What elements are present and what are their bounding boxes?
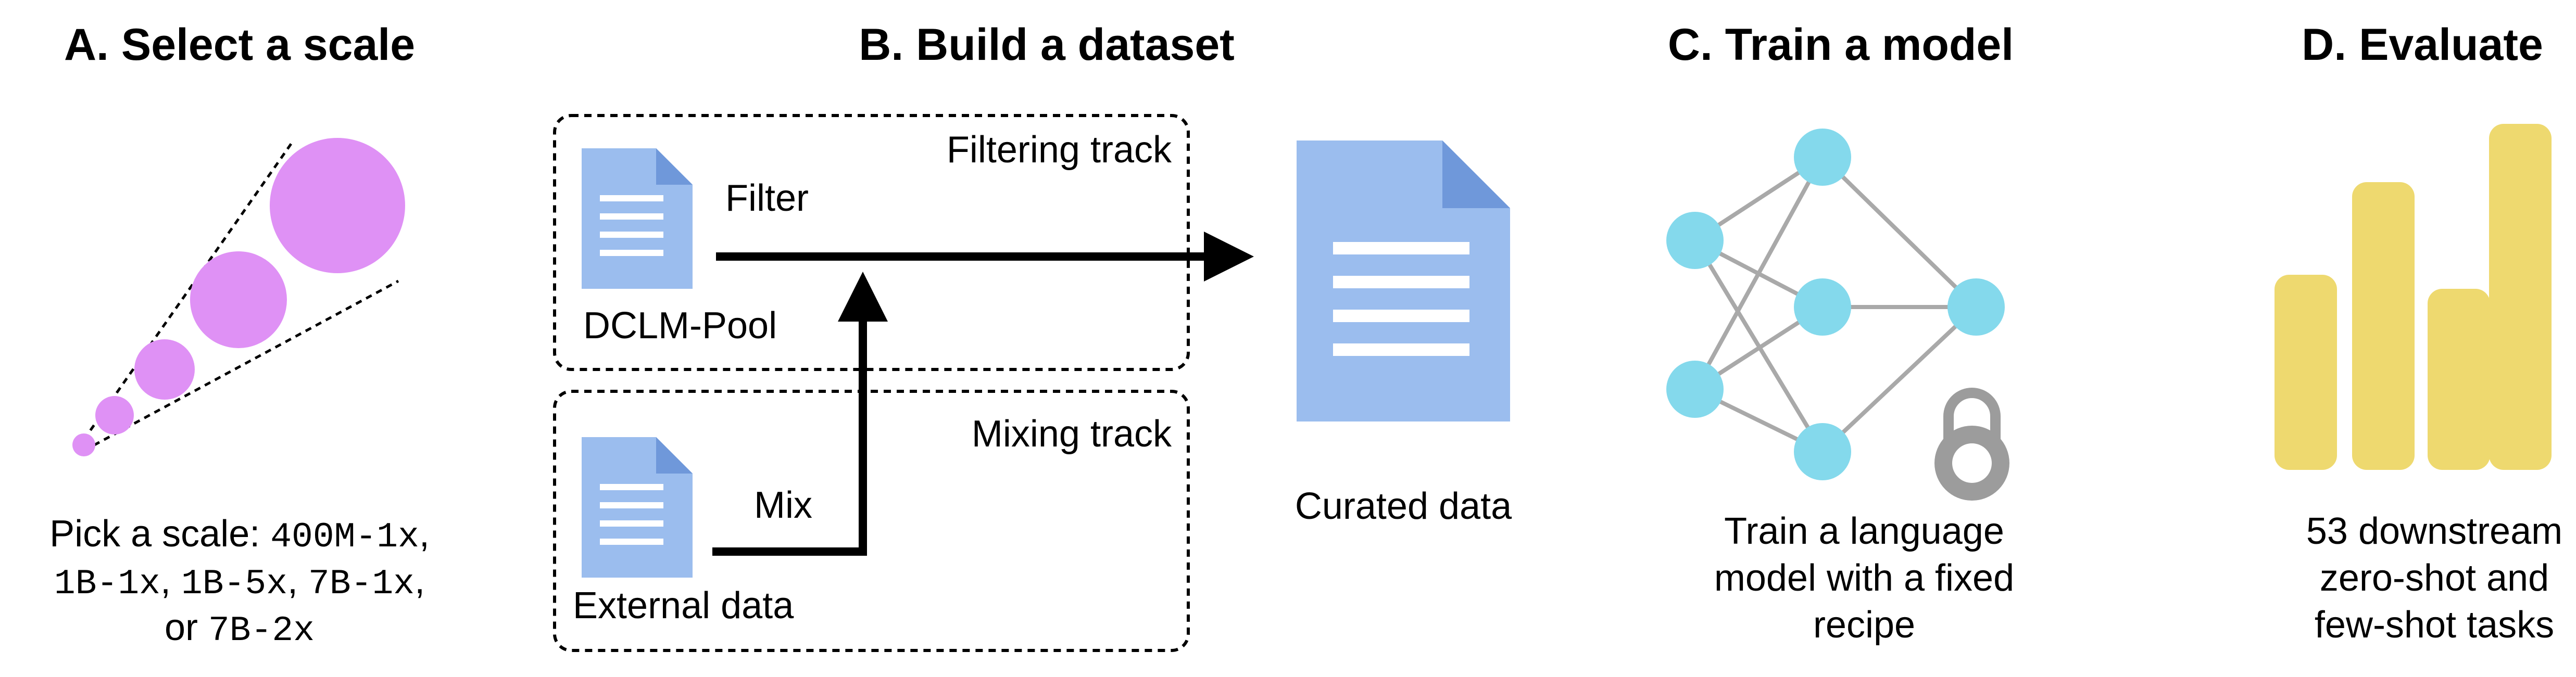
panel-d-title: D. Evaluate <box>2302 20 2543 70</box>
panel-a-title: A. Select a scale <box>64 20 415 70</box>
evaluation-bar-3 <box>2428 289 2490 470</box>
network-node-hidden-2 <box>1794 278 1851 336</box>
filtering-track-box <box>553 114 1190 371</box>
external-data-label: External data <box>573 585 794 627</box>
scale-circle-s <box>95 396 134 435</box>
evaluation-bar-2 <box>2352 182 2415 470</box>
scale-circle-xs <box>72 433 95 456</box>
panel-c-title: C. Train a model <box>1668 20 2014 70</box>
mixing-track-box <box>553 390 1190 652</box>
scale-circle-m <box>134 339 195 400</box>
panel-b-title: B. Build a dataset <box>859 20 1235 70</box>
evaluate-caption-line-1: 53 downstream <box>2306 510 2562 552</box>
mix-label: Mix <box>754 484 812 526</box>
scale-cone-icon <box>72 138 405 456</box>
curated-data-label: Curated data <box>1295 486 1512 527</box>
mixing-track-label: Mixing track <box>972 413 1172 455</box>
evaluate-caption-line-2: zero-shot and <box>2320 557 2549 599</box>
panel-b: B. Build a dataset Filtering track Mixin… <box>553 20 1512 652</box>
bar-chart-icon <box>2275 124 2552 470</box>
scale-caption-line-2: 1B-1x, 1B-5x, 7B-1x, <box>54 560 425 604</box>
panel-c: C. Train a model <box>1666 20 2014 646</box>
network-node-input-1 <box>1666 212 1724 269</box>
panel-a: A. Select a scale Pick a scale: 400M-1x,… <box>49 20 430 651</box>
evaluation-bar-4 <box>2489 124 2552 470</box>
train-caption-line-2: model with a fixed <box>1714 557 2014 599</box>
train-caption-line-1: Train a language <box>1724 510 2004 552</box>
network-node-output <box>1947 278 2005 336</box>
curated-data-document-icon <box>1297 140 1510 421</box>
neural-network-icon <box>1666 129 2005 480</box>
scale-caption-line-1: Pick a scale: 400M-1x, <box>49 513 430 557</box>
train-caption-line-3: recipe <box>1813 604 1915 646</box>
network-node-hidden-1 <box>1794 129 1851 186</box>
scale-caption-line-3: or 7B-2x <box>165 607 315 651</box>
mix-arrow <box>712 272 888 556</box>
scale-circle-l <box>190 251 287 348</box>
filter-label: Filter <box>725 177 809 219</box>
network-node-input-2 <box>1666 361 1724 418</box>
dclm-pool-label: DCLM-Pool <box>583 305 777 347</box>
scale-circle-xl <box>270 138 405 273</box>
evaluation-bar-1 <box>2275 275 2337 470</box>
filtering-track-label: Filtering track <box>947 129 1172 171</box>
dclm-pool-document-icon <box>582 148 693 289</box>
network-node-hidden-3 <box>1794 423 1851 480</box>
external-data-document-icon <box>582 437 693 578</box>
panel-d: D. Evaluate 53 downstream zero-shot and … <box>2275 20 2562 646</box>
cone-edge-upper <box>82 142 293 441</box>
evaluate-caption-line-3: few-shot tasks <box>2315 604 2554 646</box>
lock-icon <box>1934 388 2009 501</box>
cone-edge-lower <box>83 279 399 452</box>
